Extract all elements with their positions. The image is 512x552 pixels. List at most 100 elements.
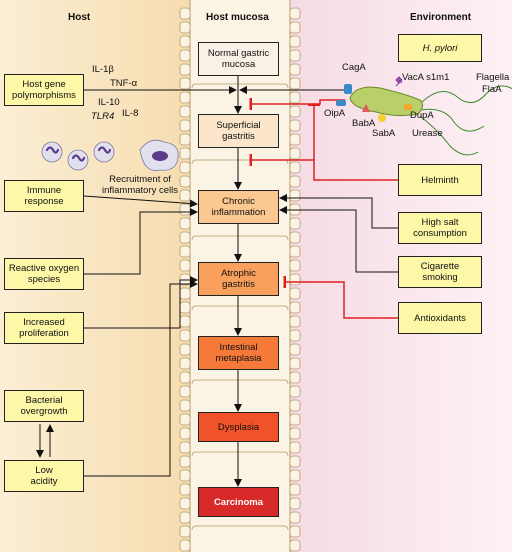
salt-arrow xyxy=(279,194,398,229)
saba-label: SabA xyxy=(372,128,396,139)
gene-tlr4: TLR4 xyxy=(91,111,115,122)
crypt-cell xyxy=(179,63,191,76)
crypt-cell xyxy=(179,49,191,62)
neutrophil-cell xyxy=(93,141,115,163)
crypt-cell xyxy=(289,133,301,146)
mucosa-divider xyxy=(191,525,289,531)
crypt-cell xyxy=(289,287,301,300)
stage-carcinoma: Carcinoma xyxy=(198,487,279,517)
crypt-cell xyxy=(289,231,301,244)
crypt-cell xyxy=(289,385,301,398)
crypt-cell xyxy=(179,231,191,244)
crypt-cell xyxy=(179,483,191,496)
nucleus xyxy=(97,146,112,154)
crypt-cell xyxy=(289,343,301,356)
host-gene-box: Host gene polymorphisms xyxy=(4,74,84,106)
proliferation-arrow xyxy=(84,276,198,329)
saba-protein xyxy=(378,114,386,122)
flagellum xyxy=(419,108,485,132)
low-acidity-arrow xyxy=(84,280,198,477)
crypt-cell xyxy=(289,441,301,454)
crypt-cell xyxy=(289,497,301,510)
gene-il8: IL-8 xyxy=(122,108,139,119)
vaca-toxin xyxy=(395,76,403,87)
oipa-protein xyxy=(336,100,346,106)
crypt-cell xyxy=(179,497,191,510)
flagella-label: Flagella xyxy=(476,72,510,83)
crypt-cell xyxy=(179,259,191,272)
crypt-cell xyxy=(289,105,301,118)
crypt-cell xyxy=(289,329,301,342)
crypt-cell xyxy=(289,21,301,34)
crypt-cell xyxy=(179,77,191,90)
mucosa-divider xyxy=(191,83,289,89)
baba-protein xyxy=(362,104,370,112)
hpylori-box: H. pylori xyxy=(398,34,482,62)
crypt-cell xyxy=(289,217,301,230)
mucosa-divider xyxy=(191,159,289,165)
crypt-cell xyxy=(289,525,301,538)
antioxidants-box: Antioxidants xyxy=(398,302,482,334)
smoking-box: Cigarette smoking xyxy=(398,256,482,288)
crypt-cell xyxy=(289,259,301,272)
environment-column-title: Environment xyxy=(410,12,472,23)
neutrophil-cell xyxy=(67,149,89,171)
caga-label: CagA xyxy=(342,62,366,73)
crypt-cell xyxy=(289,49,301,62)
crypt-cell xyxy=(289,511,301,524)
crypt-cell xyxy=(289,315,301,328)
crypt-cell xyxy=(179,427,191,440)
crypt-cell xyxy=(179,413,191,426)
flagellum xyxy=(419,115,479,156)
crypt-cell xyxy=(179,133,191,146)
crypt-cell xyxy=(179,539,191,552)
macrophage-nucleus xyxy=(152,151,168,161)
crypt-cell xyxy=(179,105,191,118)
crypt-cell xyxy=(289,161,301,174)
crypt-cell xyxy=(179,119,191,132)
crypt-cell xyxy=(179,357,191,370)
gene-il1b: IL-1β xyxy=(92,64,114,75)
dupa-label: DupA xyxy=(410,110,434,121)
helminth-box: Helminth xyxy=(398,164,482,196)
mucosa-divider xyxy=(191,379,289,385)
neutrophil-cell xyxy=(41,141,63,163)
stage-normal: Normal gastric mucosa xyxy=(198,42,279,76)
baba-label: BabA xyxy=(352,118,376,129)
crypt-cell xyxy=(289,371,301,384)
gene-tnfa: TNF-α xyxy=(110,78,138,89)
crypt-cell xyxy=(289,399,301,412)
bacterial-overgrowth-box: Bacterial overgrowth xyxy=(4,390,84,422)
crypt-cell xyxy=(289,175,301,188)
antioxidant-inhibit xyxy=(283,276,398,319)
nucleus xyxy=(45,146,60,154)
crypt-cell xyxy=(179,343,191,356)
immune-box: Immune response xyxy=(4,180,84,212)
crypt-cell xyxy=(289,427,301,440)
crypt-cell xyxy=(289,63,301,76)
salt-box: High salt consumption xyxy=(398,212,482,244)
crypt-cell xyxy=(179,175,191,188)
crypt-cell xyxy=(289,119,301,132)
crypt-cell xyxy=(289,413,301,426)
stage-atrophic: Atrophic gastritis xyxy=(198,262,279,296)
flagellum xyxy=(419,85,512,105)
crypt-cell xyxy=(179,525,191,538)
stage-chronic: Chronic inflammation xyxy=(198,190,279,224)
oipa-label: OipA xyxy=(324,108,346,119)
crypt-cell xyxy=(179,189,191,202)
crypt-cell xyxy=(179,35,191,48)
stage-intestinal: Intestinal metaplasia xyxy=(198,336,279,370)
crypt-cell xyxy=(179,161,191,174)
crypt-cell xyxy=(289,245,301,258)
crypt-cell xyxy=(289,469,301,482)
immune-arrow xyxy=(83,195,198,208)
crypt-cell xyxy=(179,399,191,412)
ros-arrow xyxy=(84,208,198,275)
crypt-cell xyxy=(179,217,191,230)
crypt-cell xyxy=(179,147,191,160)
urease-label: Urease xyxy=(412,128,443,139)
crypt-cell xyxy=(179,455,191,468)
host-column-title: Host xyxy=(68,12,91,23)
